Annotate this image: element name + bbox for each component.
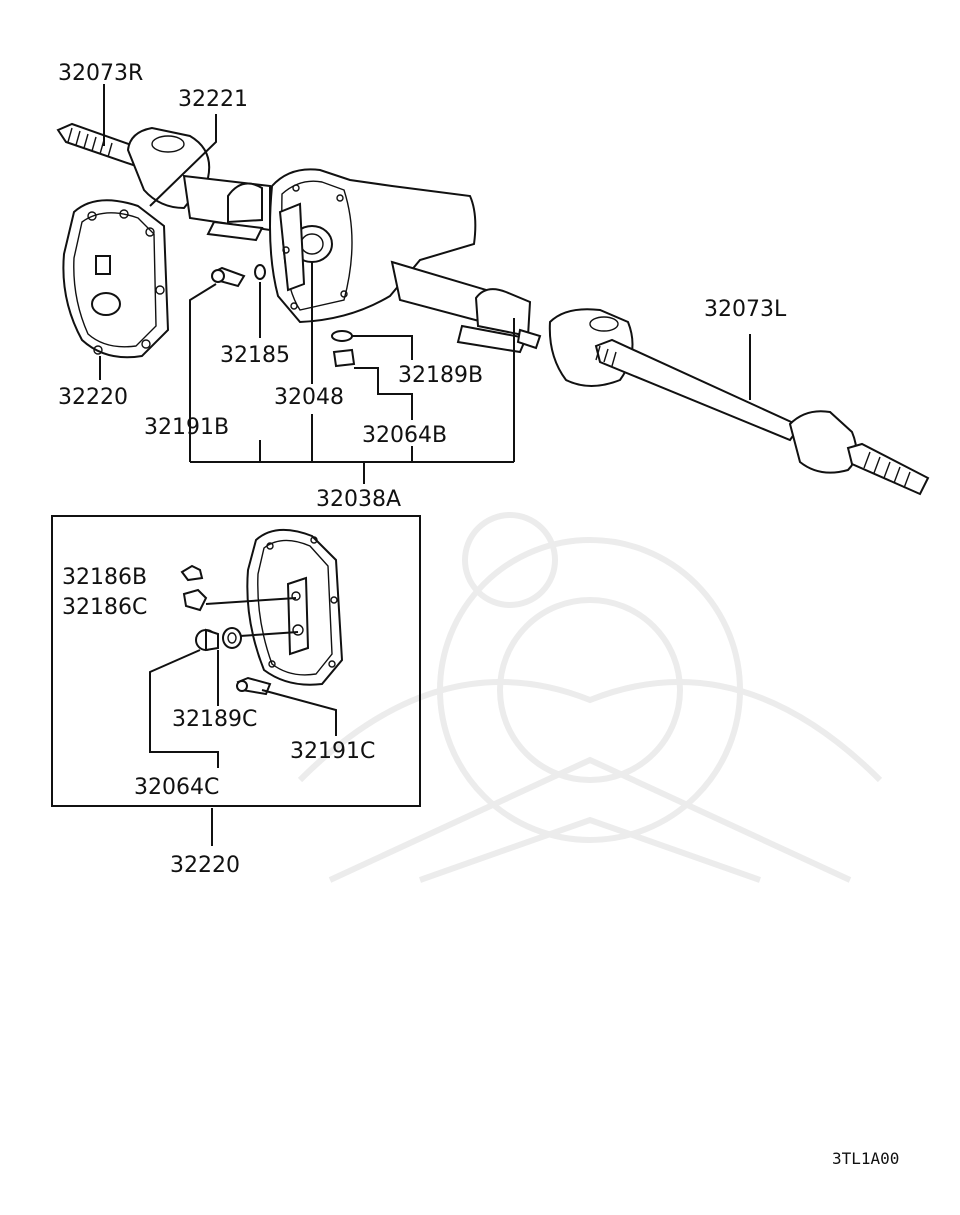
- label-32048: 32048: [274, 385, 344, 410]
- diagram-code: 3TL1A00: [832, 1149, 899, 1168]
- label-32220-box: 32220: [170, 853, 240, 878]
- label-32064C: 32064C: [134, 775, 219, 800]
- label-32186B: 32186B: [62, 565, 147, 590]
- bolt-32191c-part: [236, 676, 272, 696]
- label-32189C: 32189C: [172, 707, 257, 732]
- gasket-32189b-part: [331, 330, 353, 342]
- label-32191B: 32191B: [144, 415, 229, 440]
- leader-lines-upper: [99, 84, 751, 484]
- axle-shaft-left: [594, 338, 930, 496]
- washer-32185-part: [254, 264, 266, 280]
- part-labels: 32073R 32221 32220 32185 32191B 32048 32…: [58, 61, 899, 1168]
- cover-detail-part: [246, 529, 344, 686]
- label-32191C: 32191C: [290, 739, 375, 764]
- label-32221: 32221: [178, 87, 248, 112]
- axle-shaft-right: [56, 122, 142, 168]
- plug-32064b-part: [332, 348, 356, 368]
- label-32073R: 32073R: [58, 61, 143, 86]
- left-axle-tube: [390, 260, 634, 387]
- breather-32186b-part: [180, 564, 204, 582]
- label-32185: 32185: [220, 343, 290, 368]
- plug-32064c-part: [195, 628, 219, 652]
- label-32064B: 32064B: [362, 423, 447, 448]
- gasket-32189c-part: [222, 627, 242, 649]
- label-32073L: 32073L: [704, 297, 787, 322]
- cover-assembly-detail-box: [51, 515, 421, 807]
- bolt-32191b-part: [211, 266, 246, 288]
- watermark-emblem: [297, 512, 883, 883]
- label-32189B: 32189B: [398, 363, 483, 388]
- leader-lines-detail: [149, 597, 337, 846]
- differential-cover-left: [62, 199, 170, 359]
- differential-housing: [269, 168, 477, 324]
- label-32220-upper: 32220: [58, 385, 128, 410]
- label-32038A: 32038A: [316, 487, 401, 512]
- label-32186C: 32186C: [62, 595, 147, 620]
- breather-32186c-part: [182, 588, 208, 612]
